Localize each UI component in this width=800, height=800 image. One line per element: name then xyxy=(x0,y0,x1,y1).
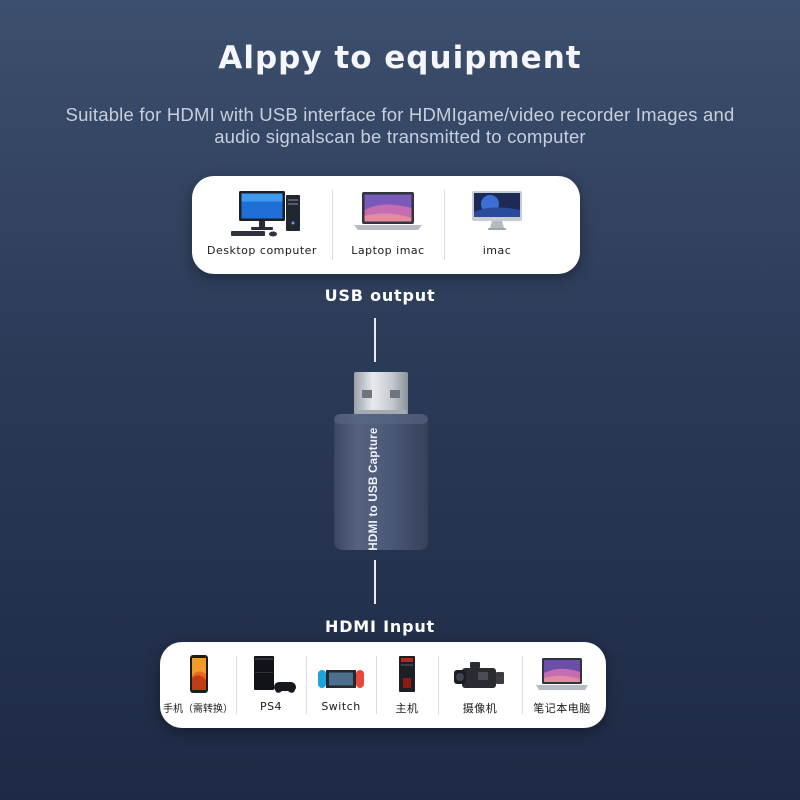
output-device-imac: imac xyxy=(444,176,550,274)
laptop-icon xyxy=(354,192,422,230)
divider xyxy=(306,656,307,714)
connector-line-top xyxy=(374,318,376,362)
output-device-label: Desktop computer xyxy=(207,244,317,257)
input-device-label: 摄像机 xyxy=(462,702,498,715)
desktop-computer-icon xyxy=(231,191,300,237)
hdmi-input-label: HDMI Input xyxy=(325,617,435,636)
input-device-notebook: 笔记本电脑 xyxy=(522,642,602,728)
device-label: HDMI to USB Capture xyxy=(368,427,380,551)
output-device-laptop: Laptop imac xyxy=(332,176,444,274)
input-device-switch: Switch xyxy=(306,642,376,728)
video-camera-icon xyxy=(454,662,504,688)
connector-line-bottom xyxy=(374,560,376,604)
input-device-label: Switch xyxy=(321,700,361,713)
pc-tower-icon xyxy=(399,656,415,692)
input-device-label: 笔记本电脑 xyxy=(533,702,591,715)
notebook-laptop-icon xyxy=(536,658,588,690)
input-device-label: PS4 xyxy=(259,700,283,713)
input-device-label: 手机（需转换） xyxy=(163,704,233,715)
divider xyxy=(236,656,237,714)
hdmi-usb-capture-device xyxy=(334,372,428,550)
output-devices-panel: Desktop computer Laptop imac imac xyxy=(192,176,580,274)
output-device-label: Laptop imac xyxy=(351,244,425,257)
divider xyxy=(522,656,523,714)
smartphone-icon xyxy=(190,655,208,693)
usb-output-label: USB output xyxy=(324,286,436,305)
divider xyxy=(376,656,377,714)
output-device-label: imac xyxy=(482,244,512,257)
input-device-ps4: PS4 xyxy=(236,642,306,728)
divider xyxy=(444,190,445,260)
page-title: Alppy to equipment xyxy=(218,40,582,76)
input-device-phone: 手机（需转换） xyxy=(160,642,236,728)
nintendo-switch-icon xyxy=(318,670,364,688)
page-subtitle: Suitable for HDMI with USB interface for… xyxy=(65,104,735,147)
output-device-desktop: Desktop computer xyxy=(192,176,332,274)
input-device-label: 主机 xyxy=(395,702,419,715)
divider xyxy=(332,190,333,260)
input-device-pc-host: 主机 xyxy=(376,642,438,728)
input-devices-panel: 手机（需转换） PS4 Switch 主机 xyxy=(160,642,606,728)
input-device-camcorder: 摄像机 xyxy=(438,642,522,728)
divider xyxy=(438,656,439,714)
ps4-console-icon xyxy=(254,656,296,693)
imac-icon xyxy=(472,191,522,230)
